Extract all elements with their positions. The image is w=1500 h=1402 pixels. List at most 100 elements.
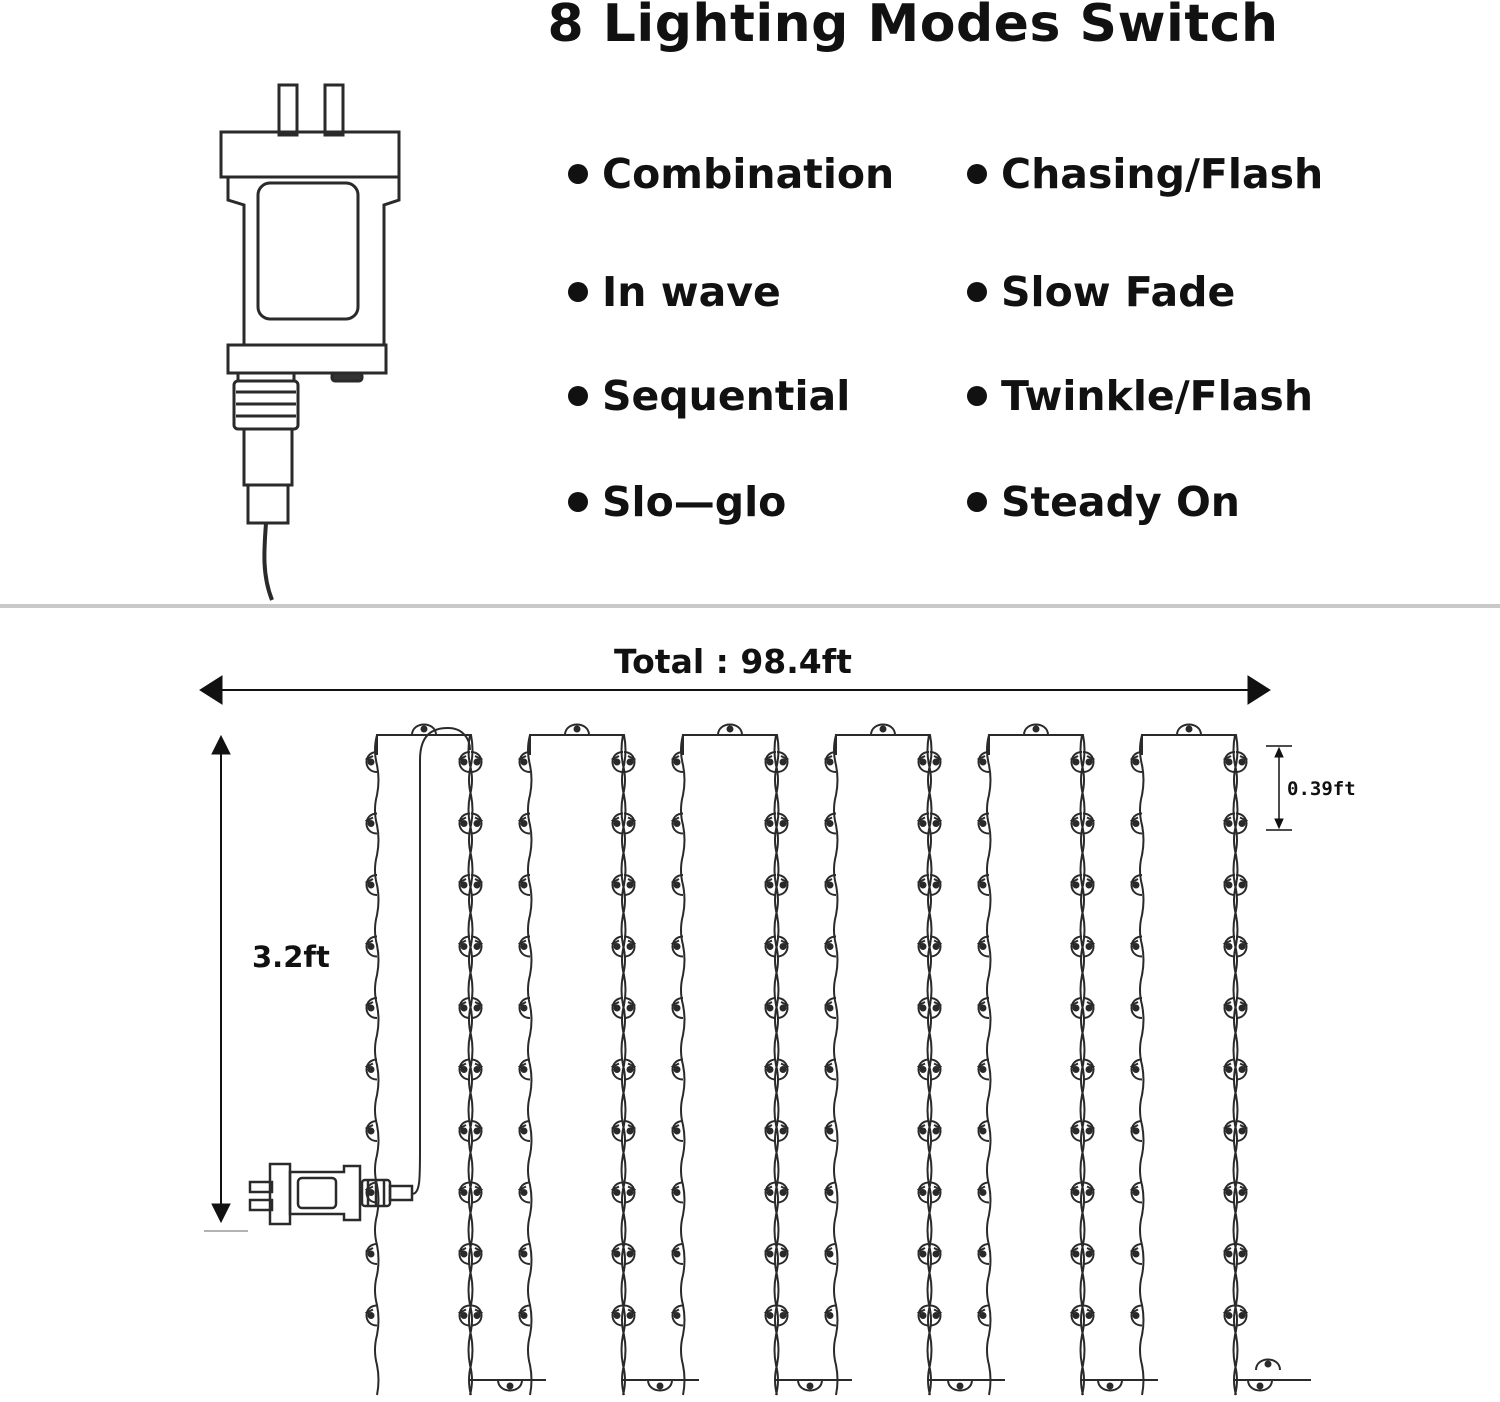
bulb-icon bbox=[517, 874, 531, 896]
bulb-icon bbox=[1082, 1181, 1096, 1204]
connector-tip bbox=[246, 483, 290, 525]
strand-wire bbox=[1141, 734, 1239, 1396]
bulb-icon bbox=[763, 1058, 777, 1081]
bulb-icon bbox=[623, 935, 637, 958]
bulb-icon bbox=[717, 723, 743, 736]
bulb-icon bbox=[823, 1243, 837, 1265]
bulb-icon bbox=[470, 751, 484, 773]
bulb-icon bbox=[364, 997, 378, 1019]
bulb-icon bbox=[670, 1243, 684, 1265]
bulb-icon bbox=[1255, 1358, 1281, 1371]
bulb-icon bbox=[457, 1181, 471, 1204]
bulb-icon bbox=[1129, 935, 1143, 958]
bulb-icon bbox=[1069, 751, 1083, 773]
bulb-icon bbox=[929, 874, 943, 896]
bulb-icon bbox=[1082, 935, 1096, 958]
bulb-icon bbox=[1222, 935, 1236, 958]
bulb-icon bbox=[1235, 1120, 1249, 1142]
adapter-switch bbox=[330, 371, 364, 383]
bulb-icon bbox=[1235, 812, 1249, 835]
bulb-icon bbox=[1069, 935, 1083, 958]
bulb-icon bbox=[870, 723, 896, 736]
bulb-icon bbox=[976, 751, 990, 773]
arrowhead-down-small-icon bbox=[1274, 818, 1284, 830]
bulb-icon bbox=[776, 751, 790, 773]
bulb-icon bbox=[823, 751, 837, 773]
plug-head bbox=[219, 130, 401, 179]
bulb-icon bbox=[457, 1243, 471, 1265]
bulb-icon bbox=[623, 1304, 637, 1327]
bulb-icon bbox=[457, 812, 471, 835]
adapter-base bbox=[226, 343, 388, 375]
bulb-icon bbox=[517, 1120, 531, 1142]
bulb-icon bbox=[916, 1181, 930, 1204]
bulb-icon bbox=[364, 1120, 378, 1142]
bulb-icon bbox=[1069, 1120, 1083, 1142]
section-divider bbox=[0, 604, 1500, 608]
bulb-icon bbox=[670, 812, 684, 835]
bulb-icon bbox=[497, 1379, 523, 1392]
bulb-icon bbox=[623, 1120, 637, 1142]
bulb-icon bbox=[517, 1181, 531, 1204]
bullet-icon bbox=[967, 386, 987, 406]
bulb-icon bbox=[364, 935, 378, 958]
bullet-icon bbox=[967, 492, 987, 512]
bulb-icon bbox=[457, 997, 471, 1019]
bulb-icon bbox=[610, 1058, 624, 1081]
bulb-icon bbox=[1235, 751, 1249, 773]
adapter-label-panel bbox=[256, 181, 360, 321]
mode-item-slow-fade: Slow Fade bbox=[967, 268, 1235, 316]
arrowhead-down-icon bbox=[211, 1203, 231, 1224]
bulb-icon bbox=[916, 1120, 930, 1142]
bulb-icon bbox=[1069, 1304, 1083, 1327]
bulb-icon bbox=[929, 751, 943, 773]
bulb-icon bbox=[823, 1120, 837, 1142]
arrowhead-left-icon bbox=[199, 675, 223, 705]
strand-wire bbox=[988, 734, 1086, 1396]
bulb-icon bbox=[976, 997, 990, 1019]
bulb-icon bbox=[929, 1181, 943, 1204]
bulb-icon bbox=[1069, 812, 1083, 835]
bullet-icon bbox=[568, 164, 588, 184]
adapter-cable bbox=[262, 522, 274, 601]
bulb-icon bbox=[776, 1120, 790, 1142]
arrowhead-right-icon bbox=[1247, 675, 1271, 705]
bulb-icon bbox=[670, 874, 684, 896]
bulb-icon bbox=[610, 1181, 624, 1204]
bulb-icon bbox=[1222, 997, 1236, 1019]
bulb-icon bbox=[364, 812, 378, 835]
bulb-icon bbox=[929, 935, 943, 958]
bulb-icon bbox=[517, 997, 531, 1019]
total-length-label: Total : 98.4ft bbox=[614, 642, 852, 681]
drop-height-label: 3.2ft bbox=[252, 940, 330, 974]
bulb-icon bbox=[763, 935, 777, 958]
bulb-icon bbox=[823, 874, 837, 896]
bulb-icon bbox=[670, 751, 684, 773]
bulb-icon bbox=[823, 812, 837, 835]
bulb-icon bbox=[670, 935, 684, 958]
bulb-icon bbox=[610, 751, 624, 773]
bulb-icon bbox=[1129, 812, 1143, 835]
bullet-icon bbox=[967, 164, 987, 184]
bulb-icon bbox=[1222, 1120, 1236, 1142]
bulb-icon bbox=[916, 935, 930, 958]
bulb-icon bbox=[823, 997, 837, 1019]
bulb-icon bbox=[1082, 812, 1096, 835]
bulb-icon bbox=[517, 935, 531, 958]
bulb-icon bbox=[1069, 1058, 1083, 1081]
bulb-icon bbox=[1235, 1058, 1249, 1081]
bulb-icon bbox=[457, 935, 471, 958]
bulb-icon bbox=[623, 874, 637, 896]
bulb-icon bbox=[823, 1304, 837, 1327]
strand-wire bbox=[376, 734, 474, 1396]
bulb-icon bbox=[610, 812, 624, 835]
bulb-icon bbox=[517, 1243, 531, 1265]
bulb-icon bbox=[470, 1181, 484, 1204]
bulb-icon bbox=[823, 1181, 837, 1204]
bulb-icon bbox=[1069, 997, 1083, 1019]
bulb-icon bbox=[776, 1181, 790, 1204]
bulb-icon bbox=[1222, 812, 1236, 835]
strand-wire bbox=[527, 734, 533, 1396]
bulb-icon bbox=[763, 751, 777, 773]
bulb-icon bbox=[1129, 1120, 1143, 1142]
